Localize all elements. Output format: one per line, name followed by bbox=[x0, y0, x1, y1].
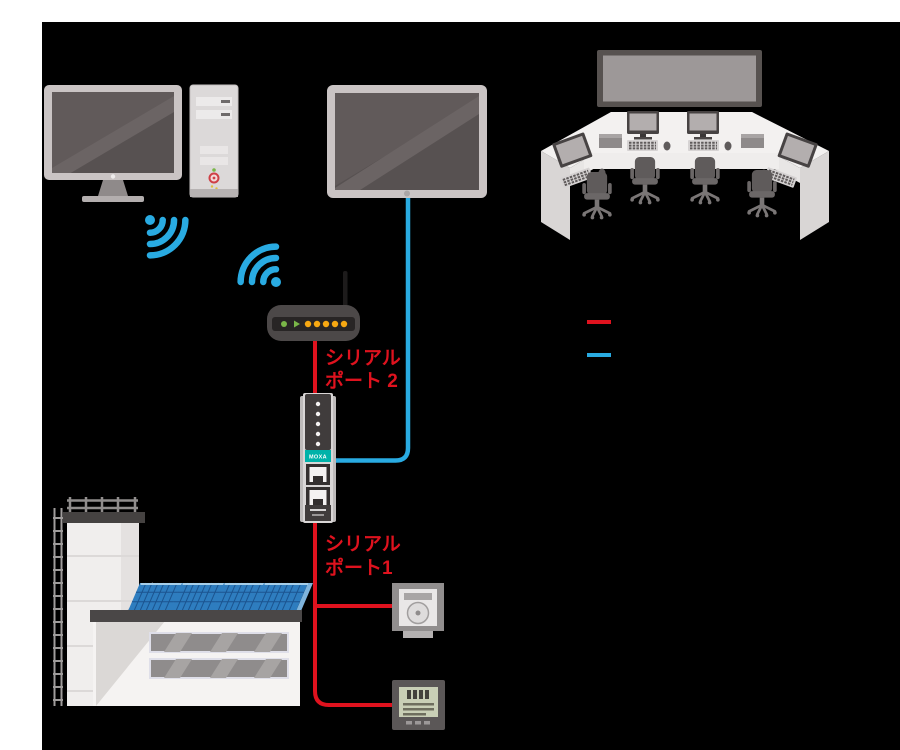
ethernet-port-1-icon bbox=[306, 464, 330, 485]
factory-windows-lower bbox=[150, 659, 288, 678]
factory-ladder-icon bbox=[53, 508, 63, 706]
desktop-monitor-icon bbox=[44, 85, 182, 202]
legend-serial-swatch bbox=[587, 320, 611, 324]
serial-port-2-line1: シリアル bbox=[325, 348, 401, 369]
legend bbox=[587, 320, 611, 357]
workstation-monitor-icon bbox=[777, 132, 818, 168]
factory-wall-shadow bbox=[96, 621, 165, 706]
plc-device-icon bbox=[392, 680, 445, 730]
factory-windows-upper bbox=[150, 633, 288, 652]
moxa-logo-band bbox=[305, 450, 331, 462]
serial-port-1-label: シリアル ポート1 bbox=[325, 534, 401, 579]
power-led bbox=[212, 168, 216, 172]
serial-port-1-line2: ポート1 bbox=[325, 556, 393, 579]
pc-box-icon-right bbox=[741, 134, 764, 148]
serial-port-2-line2: ポート 2 bbox=[325, 369, 398, 392]
pc-tower-icon bbox=[189, 84, 239, 198]
keyboard-icon bbox=[687, 139, 720, 152]
moxa-device-server-icon: MOXA bbox=[300, 393, 336, 523]
wall-display-icon bbox=[597, 50, 762, 107]
serial-port-1-line1: シリアル bbox=[325, 534, 401, 555]
ethernet-line bbox=[336, 197, 411, 463]
mouse-icon bbox=[724, 141, 732, 151]
keyboard-icon bbox=[626, 139, 659, 152]
router-leds bbox=[281, 320, 348, 328]
serial-line-trunk bbox=[313, 519, 392, 707]
legend-ethernet-swatch bbox=[587, 353, 611, 357]
moxa-logo: MOXA bbox=[309, 455, 327, 461]
meter-device-icon bbox=[392, 583, 444, 638]
workstation-monitor-icon bbox=[552, 132, 593, 168]
control-room-icon bbox=[541, 50, 829, 240]
serial-port-2-label: シリアル ポート 2 bbox=[325, 348, 401, 392]
pc-box-icon-left bbox=[599, 134, 622, 148]
router-antenna bbox=[343, 271, 348, 311]
factory-roof bbox=[90, 610, 302, 622]
factory-icon bbox=[53, 497, 314, 706]
ethernet-port-2-icon bbox=[306, 487, 330, 508]
hmi-display-icon bbox=[327, 85, 487, 198]
mouse-icon bbox=[663, 141, 671, 151]
wireless-router-icon bbox=[267, 271, 360, 341]
moxa-status-leds bbox=[315, 401, 321, 447]
pc-workstation-icon bbox=[44, 84, 239, 202]
